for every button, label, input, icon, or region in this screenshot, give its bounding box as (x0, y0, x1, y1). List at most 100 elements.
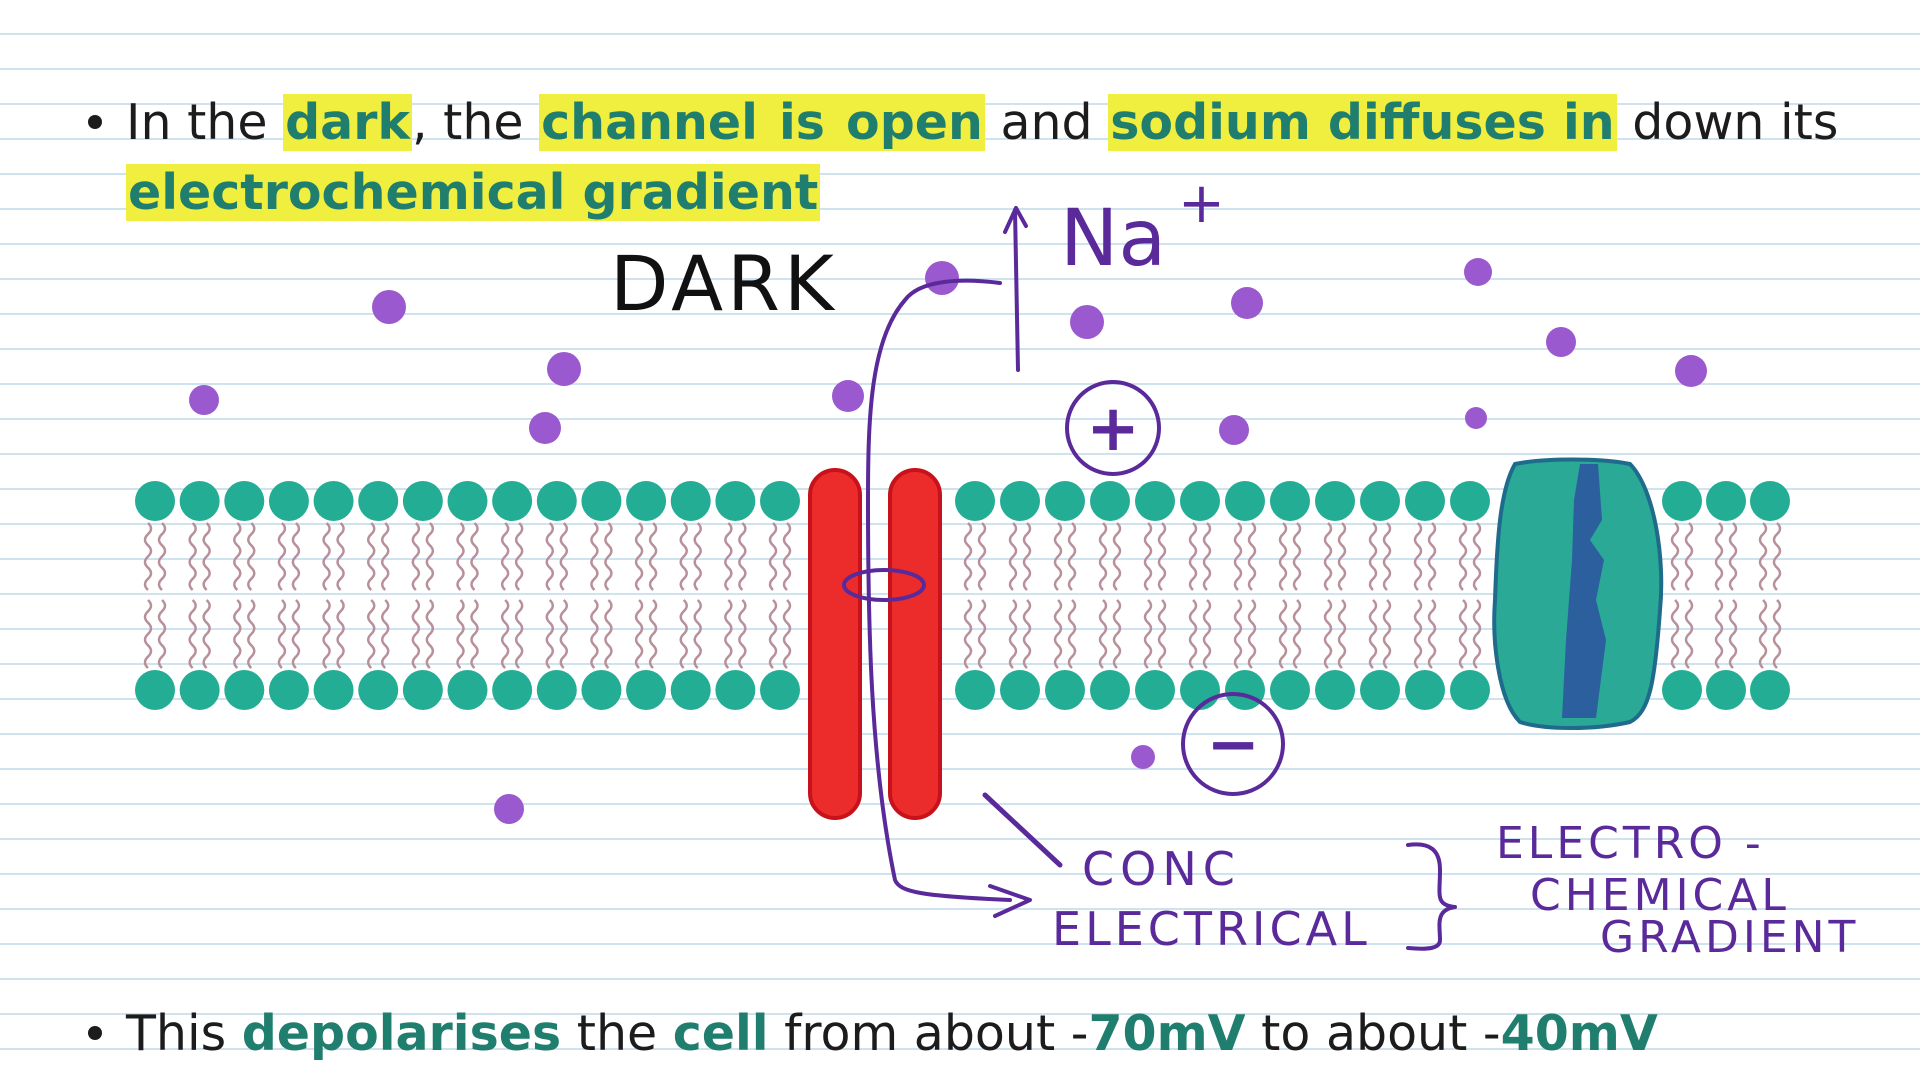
sodium-ion (1465, 407, 1487, 429)
fatty-acid-tail (1670, 599, 1680, 669)
phosphate-head (670, 481, 711, 521)
fatty-acid-tail (1233, 522, 1243, 591)
fatty-acid-tail (456, 522, 465, 591)
fatty-acid-tail (1157, 599, 1167, 669)
phosphate-head (447, 481, 488, 521)
fatty-acid-tail (648, 522, 658, 591)
fatty-acid-tail (1143, 522, 1153, 591)
sodium-ion (1546, 327, 1576, 357)
fatty-acid-tail (1337, 522, 1347, 591)
fatty-acid-tail (1098, 599, 1108, 669)
sodium-ion (189, 385, 219, 415)
bullet-dot (88, 1025, 102, 1040)
fatty-acid-tail (1772, 599, 1782, 669)
sodium-ion (1070, 305, 1104, 339)
text-run: down its (1616, 94, 1839, 151)
fatty-acid-tail (380, 599, 390, 669)
positive-sign: + (1086, 392, 1140, 466)
fatty-acid-tail (1684, 599, 1694, 669)
fatty-acid-tail (411, 522, 421, 591)
na-up-arrow-head (1003, 206, 1028, 234)
sodium-ion (1231, 287, 1263, 319)
phosphate-head (626, 670, 667, 710)
bullet-point-depolarises: This depolarises the cell from about -70… (88, 999, 1658, 1069)
phosphate-head (1662, 481, 1702, 521)
fatty-acid-tail (336, 522, 345, 591)
phosphate-head (760, 670, 800, 710)
fatty-acid-tail (679, 522, 688, 591)
fatty-acid-tail (1337, 599, 1347, 669)
channel-pore-ring (842, 568, 926, 602)
fatty-acid-tail (1053, 599, 1063, 669)
fatty-acid-tail (514, 522, 524, 591)
phosphate-head (955, 670, 995, 710)
fatty-acid-tail (768, 599, 778, 669)
fatty-acid-tail (1112, 522, 1122, 591)
fatty-acid-tail (545, 522, 555, 591)
fatty-acid-tail (1278, 599, 1288, 669)
keyword-term: cell (672, 1005, 769, 1062)
fatty-acid-tail (634, 599, 644, 669)
phosphate-head (1135, 670, 1175, 710)
phosphate-head (1706, 481, 1746, 521)
fatty-acid-tail (963, 599, 973, 669)
fatty-acid-tail (202, 522, 211, 591)
phosphate-head (1662, 670, 1702, 710)
fatty-acid-tail (366, 599, 376, 669)
fatty-acid-tail (738, 599, 747, 669)
keyword-term: 70mV (1088, 1005, 1246, 1062)
keyword-term: 40mV (1500, 1005, 1658, 1062)
fatty-acid-tail (590, 522, 599, 591)
fatty-acid-tail (322, 599, 331, 669)
fatty-acid-tail (559, 599, 569, 669)
fatty-acid-tail (1202, 522, 1212, 591)
fatty-acid-tail (1292, 599, 1302, 669)
phosphate-head (268, 670, 309, 710)
phosphate-head (358, 481, 399, 521)
fatty-acid-tail (1382, 599, 1392, 669)
fatty-acid-tail (1714, 599, 1724, 669)
text-run: the (561, 1005, 673, 1062)
phosphate-head (1225, 670, 1265, 710)
gradient-label-line-3: GRADIENT (1600, 912, 1859, 963)
fatty-acid-tail (963, 522, 973, 591)
na-up-arrow-shaft (1013, 208, 1020, 372)
fatty-acid-tail (1053, 522, 1063, 591)
gradient-label-line-1: ELECTRO - (1496, 818, 1765, 869)
fatty-acid-tail (425, 599, 435, 669)
bullet-point-dark-channel: In the dark, the channel is open and sod… (88, 88, 1848, 228)
highlighted-term: sodium diffuses in (1108, 94, 1617, 151)
fatty-acid-tail (1472, 599, 1482, 669)
phosphate-head (447, 670, 488, 710)
phosphate-head (179, 481, 220, 521)
fatty-acid-tail (1247, 599, 1257, 669)
phosphate-head (1360, 670, 1400, 710)
phosphate-head (670, 670, 711, 710)
fatty-acid-tail (604, 599, 613, 669)
fatty-acid-tail (679, 599, 688, 669)
fatty-acid-tail (1323, 522, 1333, 591)
channel-left-subunit (808, 468, 862, 820)
fatty-acid-tail (1472, 522, 1482, 591)
fatty-acid-tail (1008, 522, 1018, 591)
sodium-channel (808, 468, 942, 820)
phosphate-head (626, 481, 667, 521)
sodium-ion (1219, 415, 1249, 445)
phosphate-head (1000, 481, 1040, 521)
fatty-acid-tail (768, 522, 778, 591)
phosphate-head (715, 670, 756, 710)
fatty-acid-tail (693, 522, 702, 591)
fatty-acid-tail (470, 599, 479, 669)
fatty-acid-tail (1247, 522, 1257, 591)
phosphate-head (1045, 670, 1085, 710)
phosphate-head (224, 481, 265, 521)
fatty-acid-tail (590, 599, 599, 669)
stylus-pen (982, 792, 1063, 868)
fatty-acid-tail (1458, 599, 1468, 669)
fatty-acid-tail (514, 599, 524, 669)
bullet-1-line-1: In the dark, the channel is open and sod… (126, 94, 1838, 151)
fatty-acid-tail (648, 599, 658, 669)
dark-label: DARK (610, 239, 838, 328)
fatty-acid-tail (1670, 522, 1680, 591)
